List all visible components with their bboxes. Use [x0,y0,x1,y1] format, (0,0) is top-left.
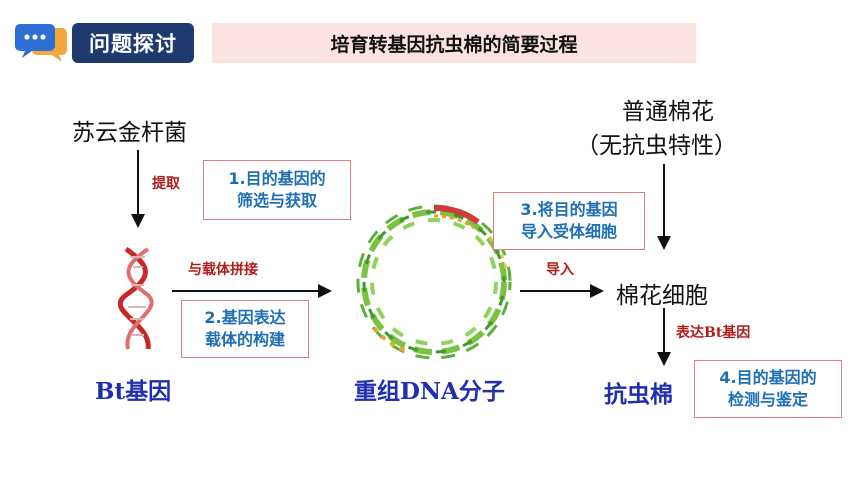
step-4-box: 4.目的基因的 检测与鉴定 [694,360,842,418]
step-2-line1: 2.基因表达 [204,308,286,327]
down-arrow-cotton [657,164,671,250]
right-arrow-import [520,284,604,298]
down-arrow-extract [131,150,145,228]
step-1-line1: 1.目的基因的 [228,169,326,188]
bt-gene-label: Bt基因 [95,378,172,405]
step-3-box: 3.将目的基因 导入受体细胞 [493,192,645,250]
resistant-cotton-label: 抗虫棉 [604,381,673,408]
import-label: 导入 [546,262,574,278]
step-2-line2: 载体的构建 [204,330,285,349]
section-tag: 问题探讨 [72,23,194,63]
express-label: 表达Bt基因 [676,325,751,341]
extract-label: 提取 [152,176,180,192]
ordinary-cotton-label: 普通棉花 [622,99,714,125]
step-1-box: 1.目的基因的 筛选与获取 [203,160,351,220]
step-4-line2: 检测与鉴定 [727,390,808,409]
step-3-line1: 3.将目的基因 [520,200,618,219]
chat-bubbles-icon [14,20,68,64]
splice-label: 与载体拼接 [188,262,258,278]
step-3-line2: 导入受体细胞 [520,222,617,241]
source-bacterium-label: 苏云金杆菌 [72,120,187,146]
cotton-cell-label: 棉花细胞 [616,283,708,309]
no-resistance-label: （无抗虫特性） [576,133,737,159]
step-4-line1: 4.目的基因的 [719,368,817,387]
dna-helix-icon [118,246,154,350]
page-title: 培育转基因抗虫棉的简要过程 [212,23,696,63]
right-arrow-splice [172,284,332,298]
recombinant-plasmid-icon [356,204,512,360]
step-2-box: 2.基因表达 载体的构建 [181,300,309,358]
step-1-line2: 筛选与获取 [236,191,317,210]
recombinant-dna-label: 重组DNA分子 [354,378,505,405]
down-arrow-express [657,308,671,366]
